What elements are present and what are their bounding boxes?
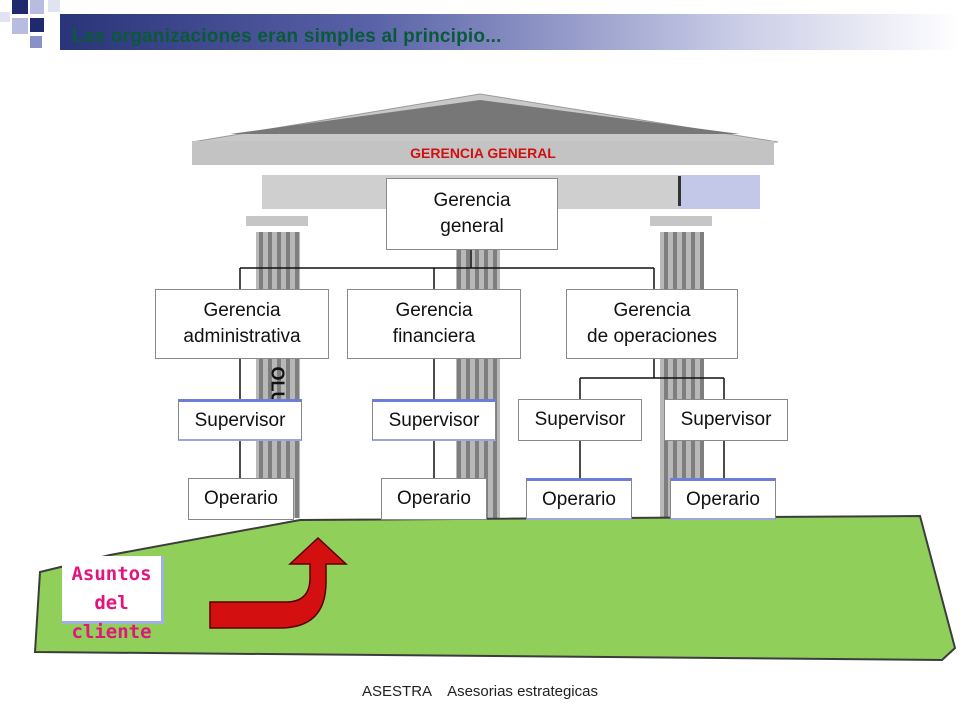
org-node-finance-line1: Gerencia bbox=[395, 300, 473, 321]
org-node-admin-line1: Gerencia bbox=[203, 300, 281, 321]
title-bar bbox=[60, 14, 960, 50]
org-node-operator-2: Operario bbox=[381, 478, 487, 520]
footer-text: ASESTRA Asesorias estrategicas bbox=[362, 683, 598, 700]
org-node-root-line1: Gerencia bbox=[433, 190, 511, 211]
architrave-end bbox=[678, 175, 760, 209]
pediment-band bbox=[192, 141, 774, 165]
client-affairs-line2: del cliente bbox=[71, 592, 152, 643]
org-node-supervisor-2: Supervisor bbox=[372, 399, 496, 441]
org-node-admin: Gerencia administrativa bbox=[155, 289, 329, 359]
upward-arrow-icon bbox=[209, 536, 348, 629]
org-node-admin-line2: administrativa bbox=[183, 326, 301, 347]
org-node-finance-line2: financiera bbox=[392, 326, 476, 347]
org-node-root: Gerencia general bbox=[386, 178, 558, 250]
client-affairs-line1: Asuntos bbox=[71, 563, 152, 585]
page-title: Las organizaciones eran simples al princ… bbox=[72, 26, 502, 47]
pediment-label: GERENCIA GENERAL bbox=[410, 145, 556, 161]
temple-columns bbox=[246, 216, 712, 518]
org-node-operator-3: Operario bbox=[526, 478, 632, 520]
client-affairs-box: Asuntos del cliente bbox=[62, 556, 164, 643]
org-node-operations-line2: de operaciones bbox=[587, 326, 717, 347]
org-node-finance: Gerencia financiera bbox=[347, 289, 521, 359]
org-node-root-line2: general bbox=[440, 216, 504, 237]
org-node-operations: Gerencia de operaciones bbox=[566, 289, 738, 359]
corner-decoration bbox=[0, 0, 60, 48]
org-node-operations-line1: Gerencia bbox=[613, 300, 691, 321]
org-node-supervisor-3: Supervisor bbox=[518, 399, 642, 441]
org-node-supervisor-1: Supervisor bbox=[178, 399, 302, 441]
architrave-tick bbox=[678, 176, 681, 206]
org-node-operator-1: Operario bbox=[188, 478, 294, 520]
org-node-supervisor-4: Supervisor bbox=[664, 399, 788, 441]
org-node-operator-4: Operario bbox=[670, 478, 776, 520]
